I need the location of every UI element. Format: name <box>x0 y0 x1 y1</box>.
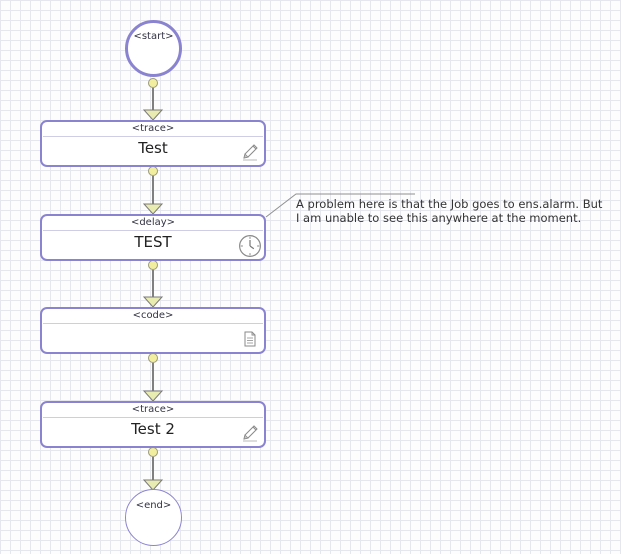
code-step[interactable]: <code> <box>40 307 266 354</box>
step-name: Test 2 <box>131 420 175 438</box>
step-name: TEST <box>134 233 172 251</box>
arrowhead <box>142 479 164 491</box>
step-divider <box>43 230 263 231</box>
connector-dot <box>148 353 158 363</box>
step-type-label: <delay> <box>130 217 176 228</box>
pencil-icon <box>243 425 258 442</box>
delay-step[interactable]: <delay> TEST <box>40 214 266 261</box>
start-label: <start> <box>133 31 174 42</box>
connector-dot <box>148 260 158 270</box>
start-node[interactable]: <start> <box>125 20 182 77</box>
step-type-label: <code> <box>132 310 174 321</box>
clock-icon <box>239 235 261 257</box>
step-divider <box>43 136 263 137</box>
step-divider <box>43 323 263 324</box>
trace-step[interactable]: <trace> Test <box>40 120 266 167</box>
annotation-line: I am unable to see this anywhere at the … <box>296 211 582 225</box>
step-type-label: <trace> <box>131 404 175 415</box>
arrowhead <box>142 390 164 402</box>
annotation-line: A problem here is that the Job goes to e… <box>296 197 603 211</box>
connector-delay-to-code[interactable] <box>142 260 164 308</box>
step-type-label: <trace> <box>131 123 175 134</box>
connector-dot <box>148 166 158 176</box>
connector-start-to-trace[interactable] <box>142 78 164 121</box>
arrowhead <box>142 296 164 308</box>
pencil-icon <box>243 144 258 161</box>
step-divider <box>43 417 263 418</box>
annotation-note[interactable]: A problem here is that the Job goes to e… <box>296 197 616 225</box>
connector-code-to-trace[interactable] <box>142 353 164 402</box>
end-label: <end> <box>135 500 172 511</box>
connector-trace-to-end[interactable] <box>142 447 164 491</box>
arrowhead <box>142 109 164 121</box>
trace-step[interactable]: <trace> Test 2 <box>40 401 266 448</box>
connector-trace-to-delay[interactable] <box>142 166 164 215</box>
document-icon <box>244 331 256 347</box>
step-name: Test <box>138 139 168 157</box>
connector-dot <box>148 78 158 88</box>
end-node[interactable]: <end> <box>125 489 182 546</box>
connector-dot <box>148 447 158 457</box>
arrowhead <box>142 203 164 215</box>
annotation-leader-line <box>265 193 415 218</box>
